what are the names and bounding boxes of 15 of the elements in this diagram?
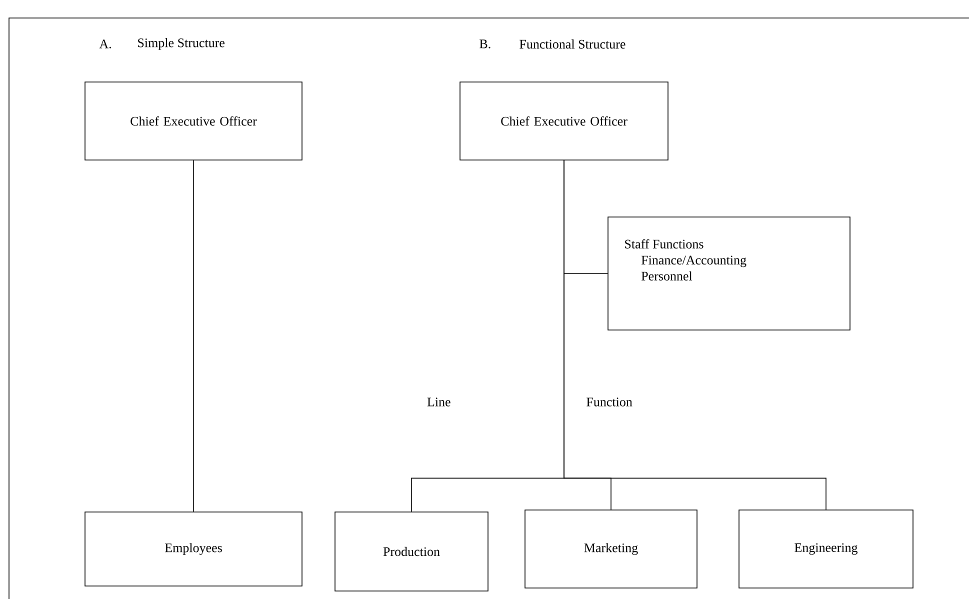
label: B. [480,40,490,48]
connector-line [193,160,194,512]
org-box: Marketing [524,510,698,588]
label: Simple Structure [138,38,224,50]
label: A. [99,40,111,48]
org-box: Chief Executive Officer [460,82,668,160]
label: Line [427,398,450,406]
connector-line [564,160,826,510]
org-box: Employees [84,512,302,586]
label: Functional Structure [520,39,626,49]
staff-box: Staff Functions Finance/Accounting Personnel [608,216,850,330]
org-box: Chief Executive Officer [84,82,302,160]
label: Function [586,398,632,406]
org-box: Engineering [738,510,914,588]
org-box: Production [334,512,488,592]
